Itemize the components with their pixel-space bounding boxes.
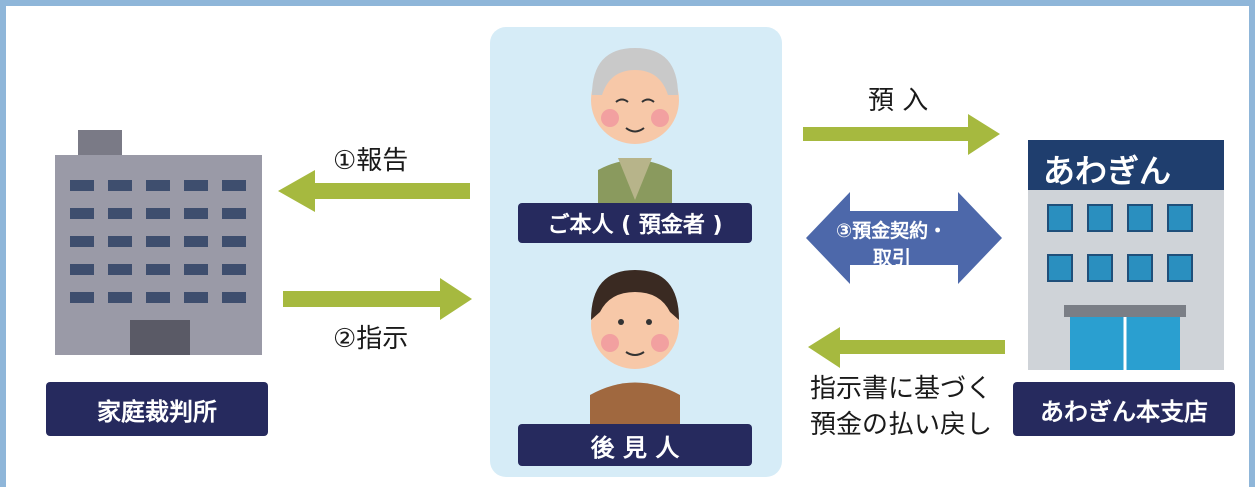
contract-double-arrow <box>806 192 1002 284</box>
court-label: 家庭裁判所 <box>46 382 268 436</box>
payment-arrow <box>808 327 1005 368</box>
payment-label-line1: 指示書に基づく <box>810 374 993 404</box>
bank-sign-text: あわぎん <box>1043 152 1172 190</box>
report-arrow <box>278 170 470 212</box>
principal-person-icon <box>591 48 679 205</box>
court-building-icon <box>55 130 262 355</box>
instruction-arrow <box>283 278 472 320</box>
payment-label-line2: 預金の払い戻し <box>810 410 993 440</box>
guardian-label: 後 見 人 <box>518 424 752 466</box>
bank-branch-label: あわぎん本支店 <box>1013 382 1235 436</box>
deposit-label: 預 入 <box>868 86 929 116</box>
bank-building-icon <box>1028 140 1224 370</box>
deposit-arrow <box>803 114 1000 155</box>
contract-label-line1: ③預金契約・ <box>836 220 948 242</box>
report-label: ①報告 <box>333 146 409 176</box>
guardian-person-icon <box>590 270 680 430</box>
principal-label: ご本人 ( 預金者 ) <box>518 203 752 243</box>
instruction-label: ②指示 <box>333 324 409 354</box>
contract-label-line2: 取引 <box>873 247 912 269</box>
